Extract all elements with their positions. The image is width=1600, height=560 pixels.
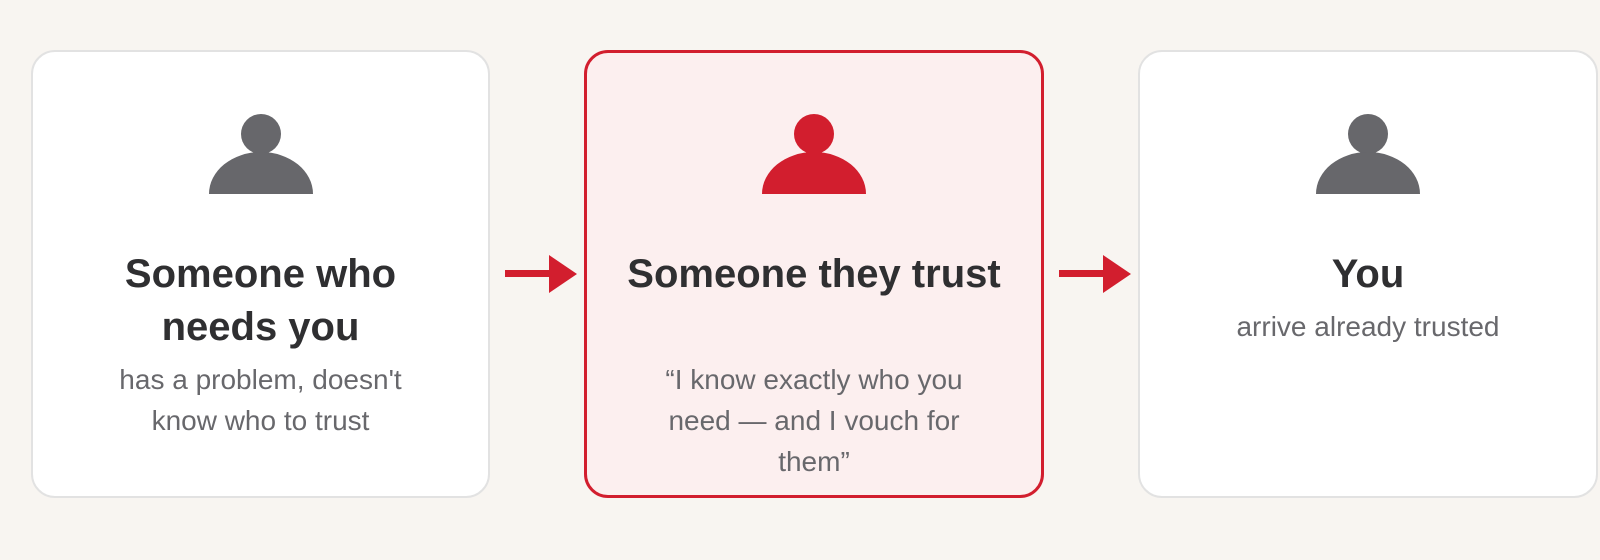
card-title: You [1331,252,1405,296]
card-someone-who-needs-you: Someone who needs you has a problem, doe… [31,50,490,498]
card-quote: “I know exactly who you need — and I vou… [665,364,963,477]
person-icon [208,114,313,194]
card-you: You arrive already trusted [1138,50,1598,498]
card-someone-they-trust: Someone they trust “I know exactly who y… [584,50,1044,498]
card-description: arrive already trusted [1236,311,1500,342]
arrow-right-icon [1059,255,1131,293]
card-title: Someone who needs you [124,252,397,349]
card-description: has a problem, doesn't know who to trust [119,364,402,436]
person-icon [762,114,866,194]
person-icon [1316,114,1420,194]
card-title: Someone they trust [627,252,1001,296]
arrow-right-icon [505,255,577,293]
